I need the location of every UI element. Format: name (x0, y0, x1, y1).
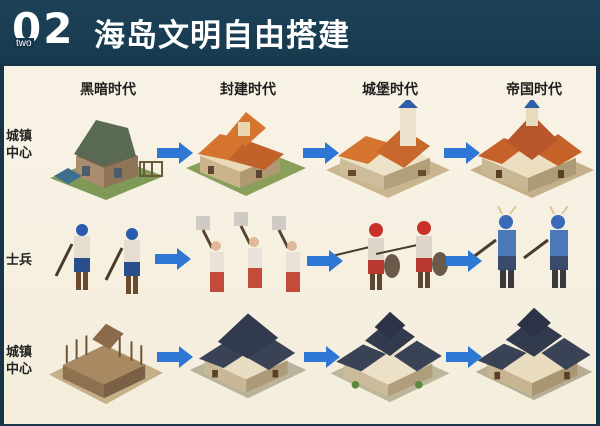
town-center-eastern-dark-age-image (49, 323, 163, 405)
arrow-right-icon (446, 250, 482, 272)
row-label-town-center-1: 城镇 中心 (6, 129, 33, 161)
era-header-dark: 黑暗时代 (80, 82, 136, 98)
arrow-right-icon (157, 142, 193, 164)
soldier-feudal-age-image (196, 212, 300, 292)
soldier-dark-age-image (54, 224, 140, 294)
town-center-eastern-feudal-age-image (189, 313, 307, 399)
soldier-imperial-age-image (471, 205, 569, 288)
row-label-town-center-2: 城镇 中心 (6, 345, 33, 377)
soldier-castle-age-image (331, 221, 448, 290)
town-center-imperial-age-image (470, 100, 594, 198)
era-header-feudal: 封建时代 (220, 82, 276, 98)
row-label-soldier: 士兵 (6, 253, 33, 268)
town-center-eastern-imperial-age-image (475, 307, 593, 401)
town-center-feudal-age-image (186, 112, 306, 196)
header-bar: 02 two 海岛文明自由搭建 (0, 0, 600, 64)
arrow-right-icon (446, 346, 482, 368)
town-center-eastern-castle-age-image (330, 311, 450, 403)
arrow-right-icon (155, 248, 191, 270)
arrow-right-icon (444, 142, 480, 164)
page-title: 海岛文明自由搭建 (94, 18, 350, 54)
arrow-right-icon (304, 346, 340, 368)
era-header-castle: 城堡时代 (362, 82, 418, 98)
town-center-dark-age-image (50, 120, 164, 200)
town-center-castle-age-image (326, 100, 450, 198)
section-number-sub: two (14, 38, 34, 49)
arrow-right-icon (157, 346, 193, 368)
arrow-right-icon (303, 142, 339, 164)
arrow-right-icon (307, 250, 343, 272)
era-header-imperial: 帝国时代 (506, 82, 562, 98)
